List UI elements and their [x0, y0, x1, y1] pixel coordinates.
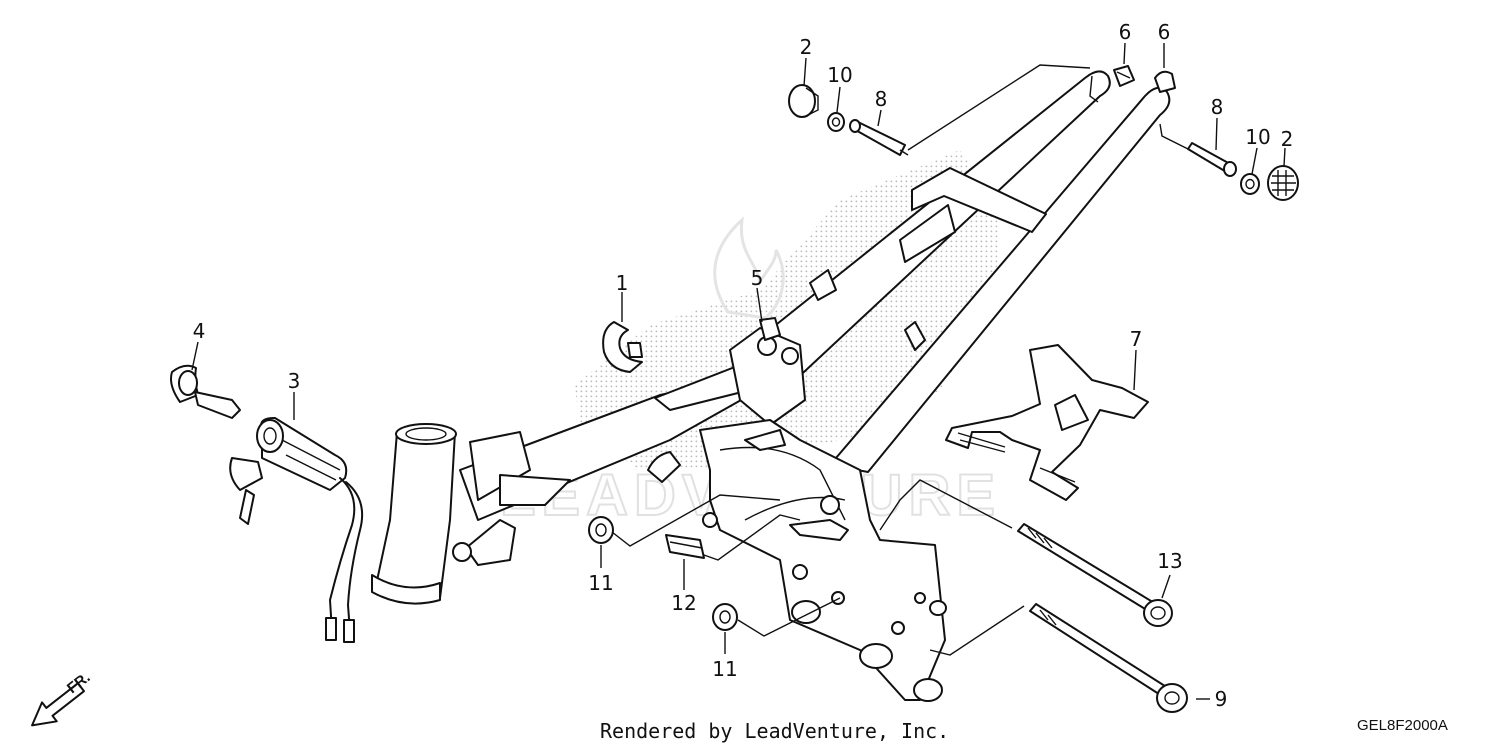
callout-12: 12: [671, 591, 696, 615]
nut-11-left: [588, 516, 614, 544]
ignition-switch: [229, 417, 364, 643]
callout-numbers: 1 2 2 3 4 5 6 6 7 8 8 9 10 10 11 11 12 1…: [193, 20, 1294, 711]
cap-6-right: [1154, 70, 1176, 93]
callout-11a: 11: [588, 571, 613, 595]
clamp-band: [602, 321, 643, 373]
callout-11b: 11: [712, 657, 737, 681]
nut-10-left: [827, 112, 845, 132]
frame-cap-right: [1267, 165, 1299, 201]
callout-3: 3: [288, 369, 301, 393]
callout-10b: 10: [1245, 125, 1270, 149]
stud-8-left: [849, 119, 909, 156]
bolt-9: [1029, 603, 1188, 713]
callout-2a: 2: [800, 35, 813, 59]
callout-1: 1: [616, 271, 629, 295]
rubber-pad: [665, 534, 705, 559]
frame-cap-left: [788, 84, 819, 118]
nut-10-right: [1240, 173, 1260, 195]
leader-lines: [191, 42, 1286, 700]
callout-9: 9: [1215, 687, 1228, 711]
credit-text: Rendered by LeadVenture, Inc.: [600, 719, 949, 743]
callout-10a: 10: [827, 63, 852, 87]
nut-11-right: [712, 603, 738, 631]
diagram-code: GEL8F2000A: [1357, 717, 1448, 734]
front-direction-indicator: FR.: [31, 669, 94, 727]
stud-8-right: [1187, 142, 1237, 177]
callout-6b: 6: [1158, 20, 1171, 44]
callout-13: 13: [1157, 549, 1182, 573]
callout-7: 7: [1130, 327, 1143, 351]
bracket-7: [945, 344, 1149, 501]
callout-4: 4: [193, 319, 206, 343]
frame-body: [371, 70, 1171, 702]
bolt-13: [1017, 523, 1173, 627]
cap-6-left: [1113, 65, 1135, 87]
callout-8a: 8: [875, 87, 888, 111]
callout-2b: 2: [1281, 127, 1294, 151]
callout-6a: 6: [1119, 20, 1132, 44]
arrow-icon: [31, 682, 85, 727]
key-cover: [170, 364, 241, 419]
callout-5: 5: [751, 266, 764, 290]
callout-8b: 8: [1211, 95, 1224, 119]
